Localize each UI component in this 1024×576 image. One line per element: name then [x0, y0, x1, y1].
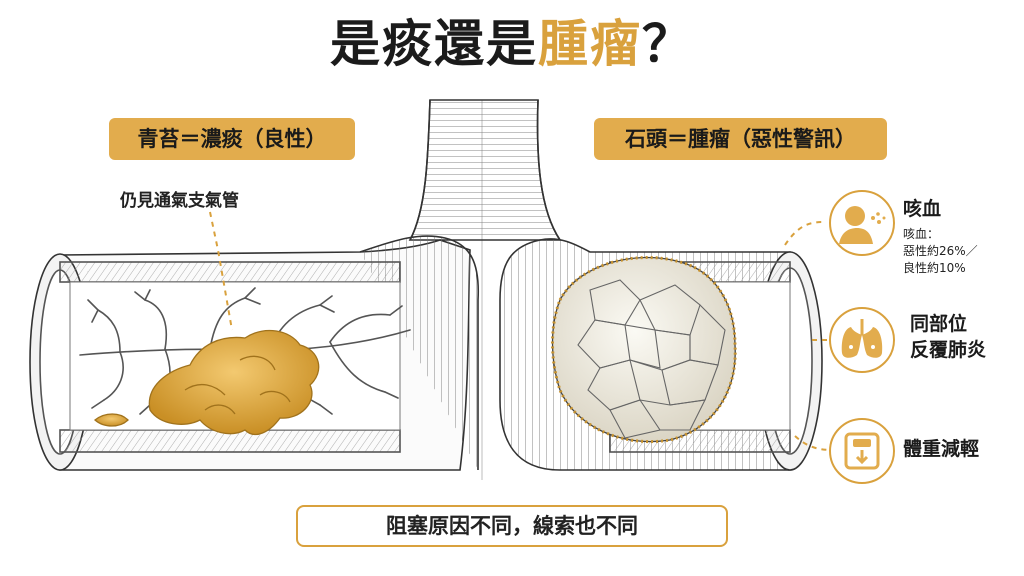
left-header: 青苔＝濃痰（良性） [109, 118, 355, 160]
sign-cough-label: 咳血 [903, 198, 942, 220]
left-note: 仍見通氣支氣管 [120, 191, 239, 211]
sign-cough-detail-2: 惡性約26%／ [903, 244, 978, 258]
sign-cough-detail-1: 咳血： [903, 227, 940, 241]
right-header: 石頭＝腫瘤（惡性警訊） [594, 118, 887, 160]
mucus-plug [93, 329, 320, 435]
sign-cough-detail-3: 良性約10% [903, 261, 966, 275]
right-callout-lines [784, 221, 833, 451]
lungs-icon [829, 307, 895, 373]
title-part-1: 是痰還是 [330, 15, 538, 73]
coughing-person-icon [829, 190, 895, 256]
footer-caption: 阻塞原因不同，線索也不同 [296, 505, 728, 547]
title-part-3: ？ [642, 15, 694, 73]
sign-weight-label: 體重減輕 [903, 438, 980, 460]
tumor-mass [551, 256, 737, 444]
trachea [408, 99, 562, 241]
page-title: 是痰還是腫瘤？ [0, 8, 1024, 80]
title-part-2: 腫瘤 [538, 15, 642, 73]
sign-pneumonia-label-2: 反覆肺炎 [910, 339, 987, 361]
sign-pneumonia-label-1: 同部位 [910, 313, 968, 335]
weight-scale-icon [829, 418, 895, 484]
left-callout-line [209, 211, 233, 331]
